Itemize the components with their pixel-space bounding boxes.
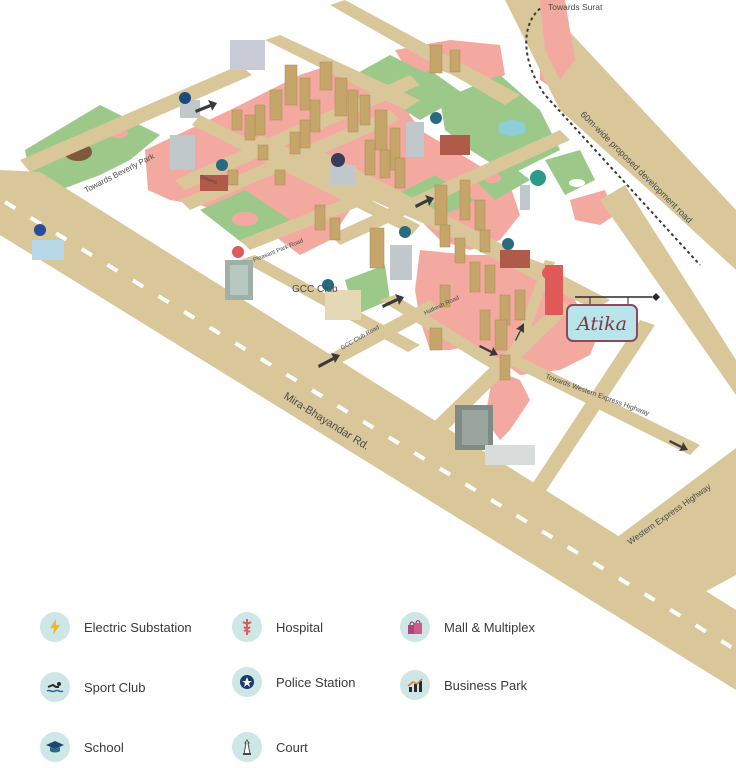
legend-item-sport-club: Sport Club bbox=[40, 670, 145, 704]
legend-item-business-park: Business Park bbox=[400, 668, 527, 702]
hospital-marker-icon bbox=[542, 267, 554, 279]
western-express-highway bbox=[600, 448, 736, 600]
court-pillar-icon bbox=[232, 732, 262, 762]
club-marker-icon bbox=[322, 279, 334, 291]
police-marker-icon bbox=[179, 92, 191, 104]
school-marker-icon bbox=[430, 112, 442, 124]
legend-item-electric-substation: Electric Substation bbox=[40, 610, 192, 644]
buildings bbox=[227, 44, 526, 381]
substation-marker-icon bbox=[530, 170, 546, 186]
fuel-marker-icon bbox=[34, 224, 46, 236]
school-marker-icon bbox=[502, 238, 514, 250]
project-sign: Atika bbox=[566, 293, 660, 342]
graduation-cap-icon bbox=[40, 732, 70, 762]
legend-item-mall-multiplex: Mall & Multiplex bbox=[400, 610, 535, 644]
project-sign-text: Atika bbox=[575, 313, 627, 335]
police-badge-icon bbox=[232, 667, 262, 697]
growth-chart-icon bbox=[400, 670, 430, 700]
shopping-bags-icon bbox=[400, 612, 430, 642]
legend-item-court: Court bbox=[232, 730, 308, 764]
gcc-club-road bbox=[310, 300, 440, 375]
legend-label: School bbox=[84, 739, 124, 755]
hospital-marker-icon bbox=[232, 246, 244, 258]
legend-item-hospital: Hospital bbox=[232, 610, 323, 644]
legend-label: Electric Substation bbox=[84, 619, 192, 635]
label-gcc-club: GCC Club bbox=[292, 284, 338, 295]
swimmer-icon bbox=[40, 672, 70, 702]
hospital-icon bbox=[232, 612, 262, 642]
label-towards-surat: Towards Surat bbox=[548, 2, 603, 12]
legend-item-school: School bbox=[40, 730, 124, 764]
mira-bhayandar-road bbox=[0, 170, 736, 690]
legend-label: Hospital bbox=[276, 619, 323, 635]
label-dreams: Dreams bbox=[199, 174, 218, 186]
legend-label: Court bbox=[276, 739, 308, 755]
legend-label: Sport Club bbox=[84, 679, 146, 695]
legend-label: Police Station bbox=[276, 674, 356, 690]
school-marker-icon bbox=[399, 226, 411, 238]
legend-label: Business Park bbox=[444, 677, 528, 693]
legend-label: Mall & Multiplex bbox=[444, 619, 536, 635]
lightning-icon bbox=[40, 612, 70, 642]
court-marker-icon bbox=[331, 153, 345, 167]
school-marker-icon bbox=[216, 159, 228, 171]
legend-item-police-station: Police Station bbox=[232, 665, 356, 699]
pleasant-park-road bbox=[240, 185, 388, 250]
